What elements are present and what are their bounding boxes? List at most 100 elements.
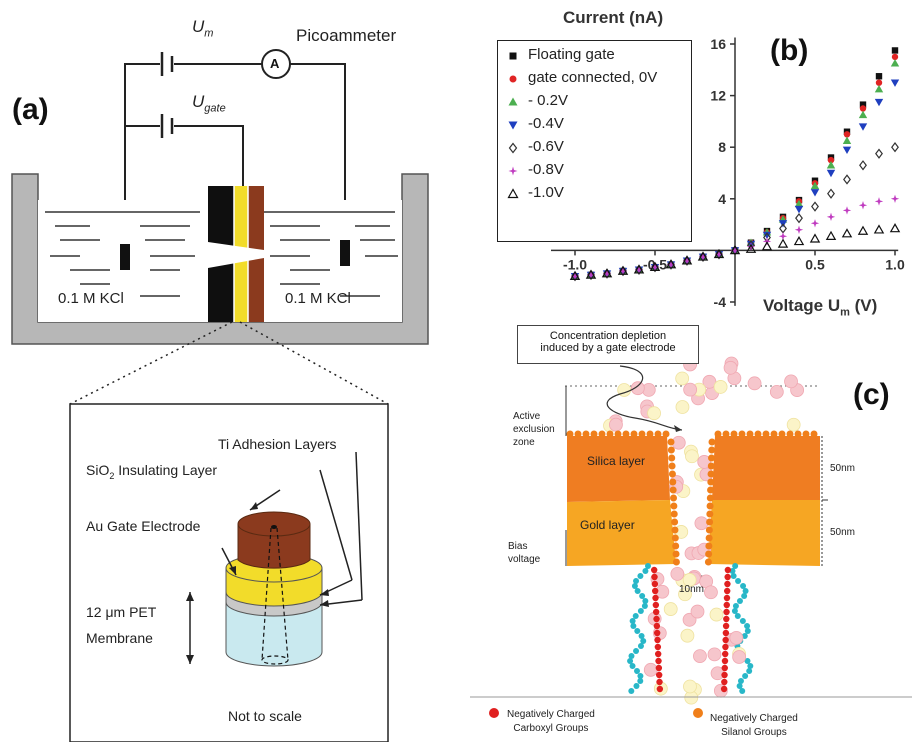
silanol-charge — [714, 430, 722, 438]
anion-particle — [786, 417, 801, 432]
data-point — [650, 262, 660, 272]
helix-bead — [732, 563, 739, 569]
silanol-charge — [708, 438, 716, 446]
helix-bead — [632, 613, 639, 619]
legend-item: -1.0V — [506, 184, 691, 202]
helix-bead — [736, 683, 743, 689]
silanol-charge — [786, 430, 794, 438]
data-point — [859, 105, 867, 112]
data-point — [698, 252, 708, 262]
helix-bead — [633, 648, 640, 654]
legend-label: -0.4V — [528, 115, 564, 132]
chart-y-title: Current (nA) — [563, 8, 664, 27]
data-point — [826, 212, 836, 222]
data-point — [858, 110, 868, 119]
helix-bead — [742, 588, 749, 594]
ugate-label: Ugate — [192, 92, 226, 115]
silanol-charge — [662, 430, 670, 438]
carboxyl-charge — [722, 643, 729, 651]
data-point — [858, 201, 868, 210]
data-point — [793, 235, 805, 246]
helix-bead — [637, 608, 644, 614]
anion-particle — [678, 587, 692, 602]
ion-particles — [603, 356, 805, 705]
silanol-charge — [638, 430, 646, 438]
helix-bead — [642, 568, 649, 574]
silanol-charge — [722, 430, 730, 438]
helix-bead — [739, 618, 746, 624]
helix-bead — [644, 563, 651, 569]
picoammeter-label: Picoammeter — [296, 26, 397, 45]
cation-particle — [693, 649, 707, 664]
helix-bead — [734, 613, 741, 619]
helix-bead — [633, 578, 640, 584]
carboxyl-charge — [721, 678, 728, 686]
cation-particle — [683, 382, 698, 397]
silanol-charge — [667, 438, 675, 446]
carboxyl-charge — [653, 622, 661, 630]
carboxyl-charge — [651, 573, 658, 581]
carboxyl-charge — [656, 678, 663, 686]
nanopore-cylinder — [225, 511, 323, 667]
helix-bead — [631, 583, 638, 589]
x-tick-label: -1.0 — [563, 256, 587, 272]
x-tick-label: 1.0 — [885, 256, 905, 272]
silanol-charge — [762, 430, 770, 438]
helix-bead — [641, 603, 648, 609]
data-point — [843, 131, 851, 138]
legend-marker-icon — [508, 142, 518, 154]
helix-bead — [638, 633, 645, 639]
data-point — [649, 261, 661, 271]
carboxyl-charge — [723, 608, 730, 616]
zoom-lines — [69, 321, 389, 405]
carboxyl-charge — [721, 657, 729, 665]
data-point — [714, 250, 724, 259]
helix-bead — [736, 598, 743, 604]
helix-bead — [742, 673, 749, 679]
cation-particle — [729, 631, 744, 645]
silanol-charge — [582, 430, 590, 438]
data-point — [713, 248, 725, 259]
silanol-charge — [706, 502, 714, 510]
carboxyl-charge — [655, 657, 662, 665]
anion-particle — [682, 573, 697, 587]
cation-particle — [694, 516, 709, 531]
silanol-charge — [770, 430, 778, 438]
carboxyl-charge — [651, 587, 659, 595]
legend-item: -0.6V — [506, 138, 691, 156]
data-point — [891, 47, 899, 54]
silanol-charge — [630, 430, 638, 438]
carboxyl-charge — [652, 601, 660, 609]
helix-bead — [640, 638, 647, 644]
silanol-charge — [810, 430, 818, 438]
sio2-label: SiO2 Insulating Layer — [86, 462, 218, 481]
helix-bead — [730, 573, 737, 579]
cation-particle — [697, 455, 712, 469]
liquid-lines — [45, 211, 398, 297]
ti-layers-label: Ti Adhesion Layers — [218, 436, 337, 452]
silanol-charge — [778, 430, 786, 438]
helix-bead — [628, 688, 635, 694]
silanol-charge — [646, 430, 654, 438]
carboxyl-charge — [722, 629, 730, 637]
membrane-stack — [208, 186, 264, 322]
polymer-helix — [627, 563, 754, 694]
pet-label-line1: 12 μm PET — [86, 604, 157, 620]
legend-marker-icon — [507, 188, 519, 199]
cation-particle — [704, 585, 718, 600]
data-point — [889, 223, 901, 233]
carboxyl-charge — [722, 622, 730, 630]
gold-layer-label: Gold layer — [580, 518, 635, 532]
silanol-charge — [707, 478, 715, 486]
data-point — [633, 264, 645, 274]
data-point — [874, 197, 884, 206]
cation-particle — [723, 360, 738, 375]
data-point — [634, 265, 644, 274]
data-point — [810, 189, 820, 197]
data-point — [697, 251, 709, 261]
helix-bead — [744, 628, 751, 634]
